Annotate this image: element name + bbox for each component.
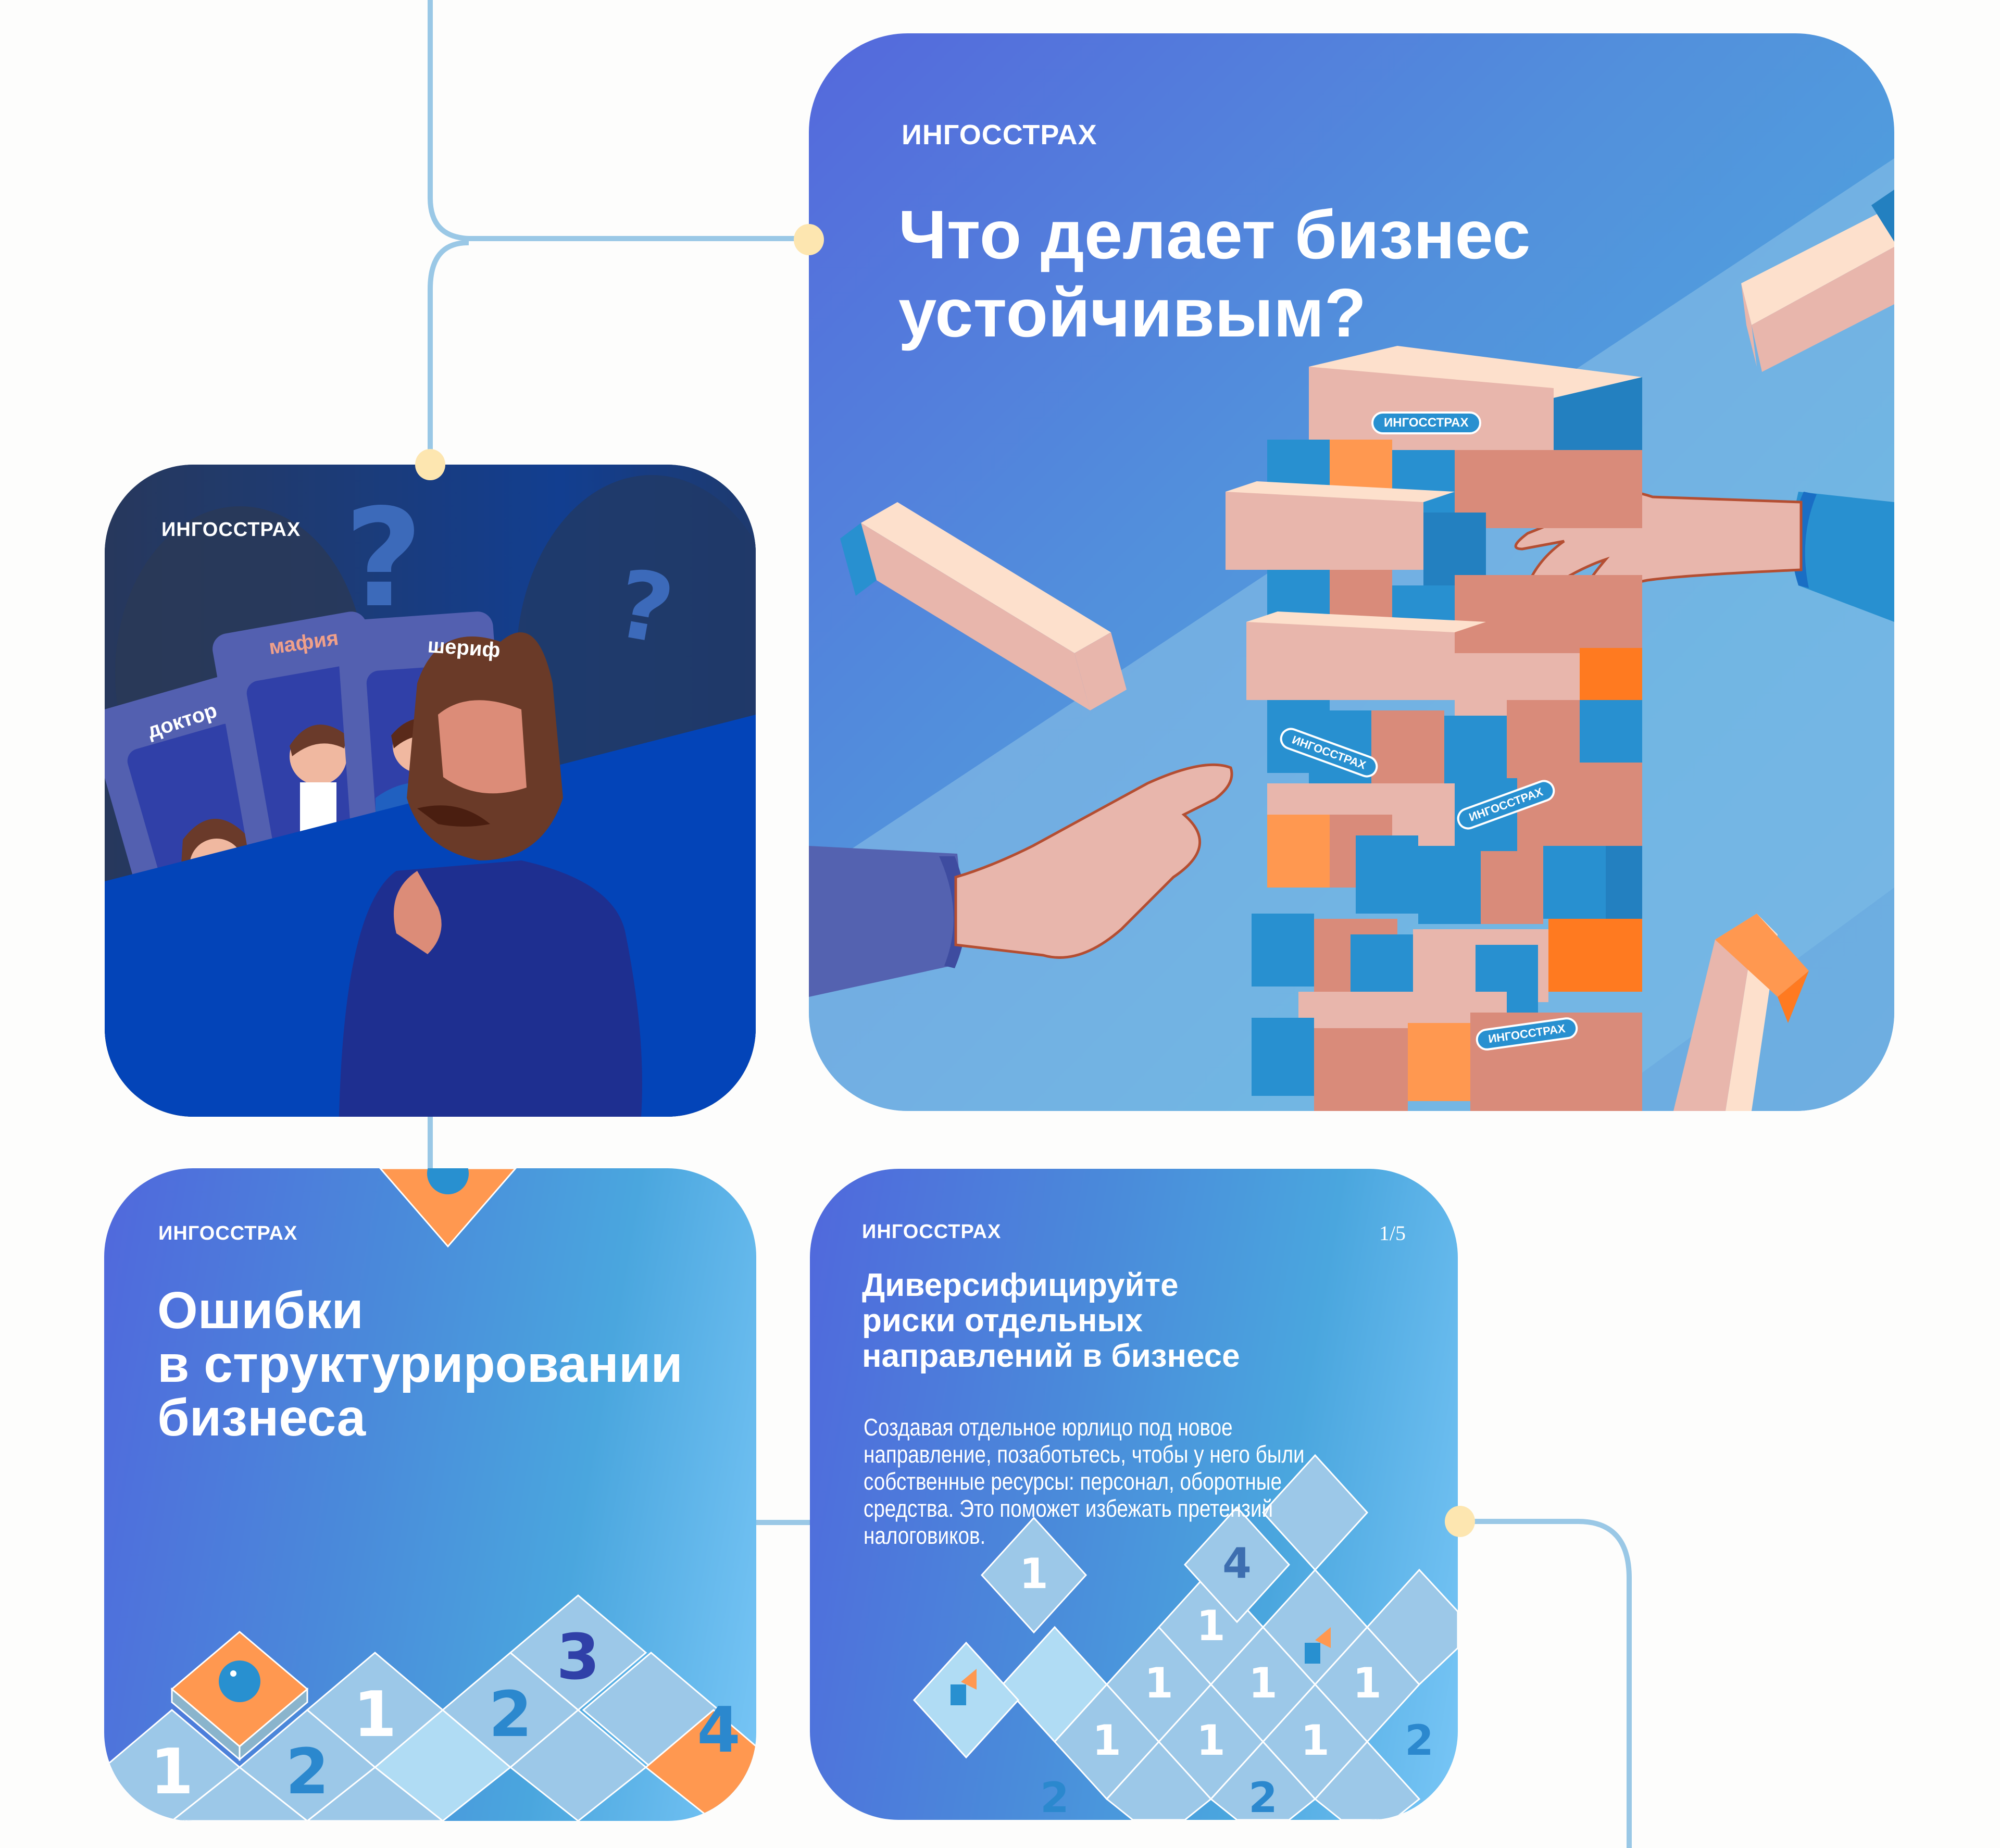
svg-text:1: 1 (353, 1679, 397, 1751)
brand-logo: ИНГОССТРАХ (161, 519, 301, 541)
brand-logo: ИНГОССТРАХ (158, 1222, 298, 1244)
body-line: собственные ресурсы: персонал, оборотные (864, 1468, 1282, 1495)
title-line: бизнеса (157, 1389, 366, 1447)
brand-logo: ИНГОССТРАХ (862, 1221, 1002, 1243)
slide-counter: 1/5 (1379, 1221, 1406, 1245)
svg-text:3: 3 (556, 1621, 600, 1694)
minesweeper-illustration (170, 1168, 756, 1821)
svg-text:1: 1 (150, 1736, 194, 1808)
svg-text:2: 2 (1405, 1716, 1434, 1765)
card-body-text: Создавая отдельное юрлицо под новое напр… (864, 1414, 1389, 1549)
title-line: Что делает бизнес (898, 196, 1531, 273)
title-line: в структурировании (157, 1335, 683, 1393)
title-line: устойчивым? (898, 274, 1367, 351)
svg-text:2: 2 (1040, 1774, 1069, 1820)
svg-text:1: 1 (1248, 1659, 1278, 1707)
card-title: Ошибки в структурировании бизнеса (157, 1284, 683, 1445)
body-line: средства. Это поможет избежать претензий (864, 1495, 1273, 1522)
svg-text:1: 1 (1353, 1659, 1382, 1707)
connector-node-mafia (415, 449, 445, 480)
block-badge: ИНГОССТРАХ (1371, 411, 1481, 434)
minesweeper-illustration: 1 4 1 1 1 1 1 1 1 2 2 2 (913, 1454, 1458, 1820)
brand-logo: ИНГОССТРАХ (902, 119, 1097, 151)
role-label-sheriff: шериф (427, 634, 502, 662)
jenga-illustration (809, 158, 1894, 1111)
svg-text:1: 1 (1144, 1659, 1173, 1707)
svg-text:1: 1 (1092, 1716, 1121, 1765)
svg-text:2: 2 (1248, 1774, 1278, 1820)
card-diversify[interactable]: 1 4 1 1 1 1 1 1 1 2 2 2 ИНГОССТРАХ 1/5 Д… (810, 1169, 1458, 1820)
svg-text:?: ? (344, 480, 423, 638)
title-line: направлений в бизнесе (862, 1338, 1240, 1374)
svg-text:1: 1 (1196, 1602, 1226, 1650)
svg-text:2: 2 (489, 1679, 532, 1751)
body-line: направление, позаботьтесь, чтобы у него … (864, 1441, 1305, 1468)
connector-node-jenga (794, 224, 824, 255)
body-line: налоговиков. (864, 1522, 986, 1549)
svg-text:4: 4 (1222, 1539, 1252, 1588)
minesweeper-grid: 1 2 1 2 3 4 (104, 1594, 741, 1821)
title-line: Диверсифицируйте (862, 1267, 1179, 1303)
jenga-tower (1226, 346, 1642, 1111)
connector-node-diversify (1445, 1506, 1475, 1537)
title-line: Ошибки (157, 1281, 364, 1340)
svg-text:1: 1 (1196, 1716, 1226, 1765)
svg-text:1: 1 (1301, 1716, 1330, 1765)
card-errors[interactable]: 1 2 1 2 3 4 ИНГОССТРАХ Ошибки в структур… (104, 1168, 756, 1821)
card-mafia[interactable]: ? ? докт (105, 465, 756, 1117)
card-title: Что делает бизнес устойчивым? (898, 196, 1531, 352)
card-title: Диверсифицируйте риски отдельных направл… (862, 1268, 1240, 1374)
title-line: риски отдельных (862, 1303, 1143, 1339)
card-jenga[interactable]: ИНГОССТРАХ ИНГОССТРАХ ИНГОССТРАХ ИНГОССТ… (809, 33, 1894, 1111)
svg-text:2: 2 (285, 1736, 329, 1808)
svg-text:4: 4 (697, 1694, 741, 1767)
mafia-illustration: ? ? (105, 465, 756, 1117)
svg-text:1: 1 (1019, 1550, 1048, 1598)
body-line: Создавая отдельное юрлицо под новое (864, 1414, 1233, 1441)
